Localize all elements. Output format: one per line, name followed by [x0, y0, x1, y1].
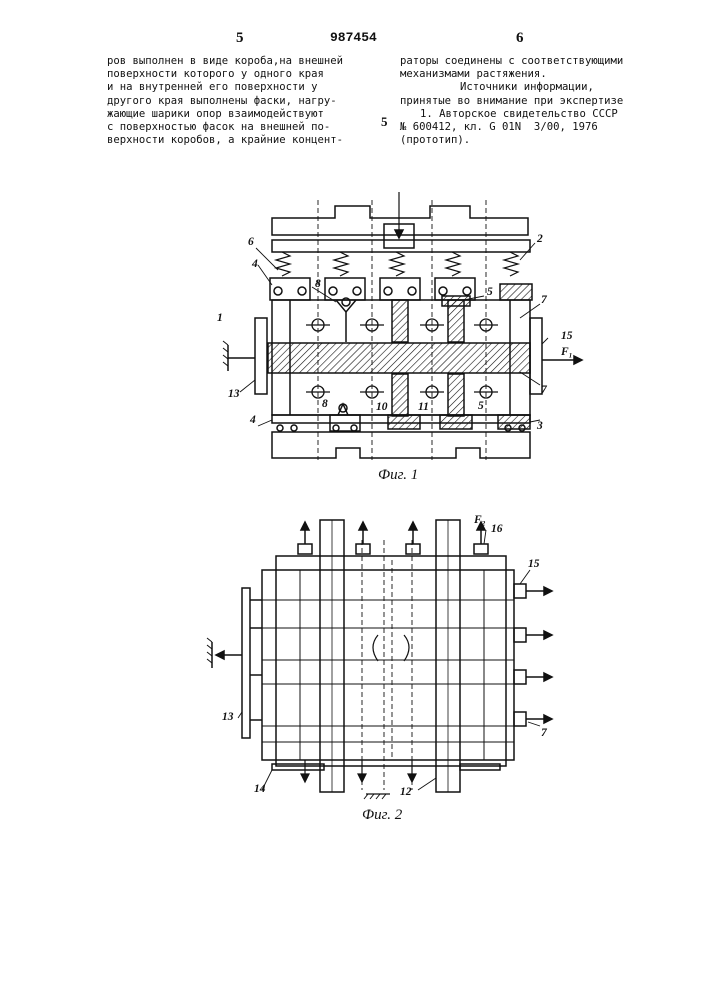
label-13: 13: [222, 711, 234, 723]
label-13: 13: [228, 388, 240, 400]
label-5: 5: [487, 286, 493, 298]
label-15: 15: [528, 558, 540, 570]
label-F2: F₂: [474, 514, 486, 526]
figure-2-caption: Фиг. 2: [362, 807, 402, 824]
label-4b: 4: [250, 414, 256, 426]
label-6: 6: [248, 236, 254, 248]
label-11: 11: [418, 401, 429, 413]
label-16: 16: [491, 523, 503, 535]
label-4: 4: [252, 258, 258, 270]
label-14: 14: [254, 783, 266, 795]
label-7b: 7: [541, 384, 547, 396]
label-7: 7: [541, 727, 547, 739]
figure-1-drawing: [0, 0, 707, 500]
figure-1-caption: Фиг. 1: [378, 467, 418, 484]
label-2: 2: [537, 233, 543, 245]
label-5b: 5: [478, 400, 484, 412]
label-15: 15: [561, 330, 573, 342]
figure-2-drawing: [0, 500, 707, 840]
label-F1: F₁: [561, 346, 573, 358]
label-1: 1: [217, 312, 223, 324]
label-10: 10: [376, 401, 388, 413]
label-3: 3: [537, 420, 543, 432]
label-8b: 8: [322, 398, 328, 410]
label-7: 7: [541, 294, 547, 306]
label-8: 8: [315, 278, 321, 290]
label-12: 12: [400, 786, 412, 798]
